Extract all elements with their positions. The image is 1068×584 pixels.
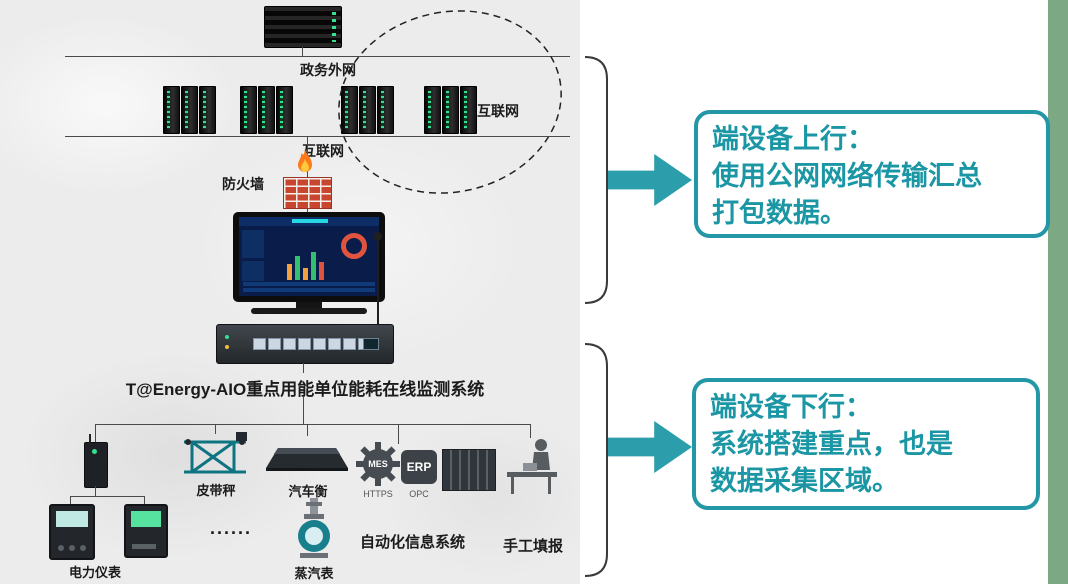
callout-downstream: 端设备下行： 系统搭建重点，也是 数据采集区域。 bbox=[692, 378, 1040, 510]
https-label: HTTPS bbox=[363, 489, 393, 499]
connector-line bbox=[95, 424, 96, 442]
belt-scale-label: 皮带秤 bbox=[196, 483, 236, 498]
callout-upstream-line1: 使用公网网络传输汇总 bbox=[712, 161, 982, 191]
belt-scale-icon bbox=[184, 432, 247, 474]
connector-line bbox=[307, 137, 308, 213]
connector-line bbox=[215, 424, 216, 434]
mes-gear-icon bbox=[356, 442, 400, 486]
opc-label: OPC bbox=[409, 489, 429, 499]
connector-line bbox=[303, 363, 304, 373]
firewall-icon bbox=[283, 177, 332, 209]
internet-label-top: 互联网 bbox=[477, 103, 519, 119]
connector-line bbox=[530, 424, 531, 438]
callout-downstream-line1: 系统搭建重点，也是 bbox=[710, 429, 953, 459]
power-meter-icon bbox=[49, 504, 95, 560]
power-gateway-icon bbox=[84, 434, 108, 488]
factory-icon bbox=[442, 449, 496, 491]
server-rack-icon bbox=[341, 86, 394, 134]
network-boundary-line-mid bbox=[65, 136, 570, 137]
steam-meter-icon bbox=[298, 498, 330, 558]
server-rack-icon bbox=[424, 86, 477, 134]
monitor-stand bbox=[296, 302, 322, 309]
callout-upstream: 端设备上行： 使用公网网络传输汇总 打包数据。 bbox=[694, 110, 1050, 238]
truck-scale-icon bbox=[266, 448, 348, 471]
automation-systems-label: 自动化信息系统 bbox=[359, 534, 465, 551]
connector-line bbox=[70, 496, 71, 504]
gateway-appliance-icon bbox=[216, 324, 394, 364]
antenna-icon bbox=[377, 240, 379, 324]
server-rack-icon bbox=[240, 86, 293, 134]
bracket-top bbox=[584, 56, 608, 304]
server-rack-icon bbox=[163, 86, 216, 134]
network-boundary-line-top bbox=[65, 56, 570, 57]
connector-line bbox=[302, 47, 303, 56]
monitor-icon bbox=[233, 212, 385, 302]
green-edge-strip bbox=[1048, 0, 1068, 584]
arrow-right-icon bbox=[608, 421, 692, 473]
ethernet-ports bbox=[253, 338, 371, 350]
internet-label-mid: 互联网 bbox=[302, 143, 344, 159]
system-title: T@Energy-AIO重点用能单位能耗在线监测系统 bbox=[125, 380, 485, 399]
dashed-ellipse bbox=[338, 10, 562, 194]
core-server-icon bbox=[264, 6, 342, 48]
device-bus-line bbox=[95, 424, 530, 425]
steam-meter-label: 蒸汽表 bbox=[294, 566, 334, 581]
connector-line bbox=[144, 496, 145, 504]
antenna-icon bbox=[373, 232, 382, 241]
monitor-base bbox=[251, 308, 367, 314]
connector-line bbox=[303, 397, 304, 424]
manual-entry-person-icon bbox=[507, 439, 557, 494]
callout-upstream-title: 端设备上行： bbox=[712, 124, 874, 154]
connector-line bbox=[307, 424, 308, 436]
erp-icon: ERP bbox=[401, 450, 437, 484]
ellipsis-label: ...... bbox=[210, 518, 253, 538]
callout-downstream-title: 端设备下行： bbox=[710, 392, 872, 422]
callout-upstream-line2: 打包数据。 bbox=[712, 198, 847, 228]
connector-line bbox=[95, 486, 96, 496]
power-meter-icon bbox=[124, 504, 168, 558]
flame-icon bbox=[298, 149, 312, 172]
arrow-right-icon bbox=[608, 154, 692, 206]
callout-downstream-line2: 数据采集区域。 bbox=[710, 466, 899, 496]
dashboard-screen bbox=[239, 217, 379, 296]
connector-line bbox=[70, 496, 144, 497]
power-meter-label: 电力仪表 bbox=[68, 565, 121, 580]
truck-scale-label: 汽车衡 bbox=[288, 484, 328, 499]
gov-extranet-label: 政务外网 bbox=[300, 62, 356, 78]
erp-label: ERP bbox=[406, 460, 432, 474]
firewall-label: 防火墙 bbox=[222, 176, 264, 192]
manual-entry-label: 手工填报 bbox=[502, 538, 563, 555]
bracket-bottom bbox=[584, 343, 608, 577]
connector-line bbox=[398, 424, 399, 444]
mes-label: MES bbox=[368, 459, 388, 469]
